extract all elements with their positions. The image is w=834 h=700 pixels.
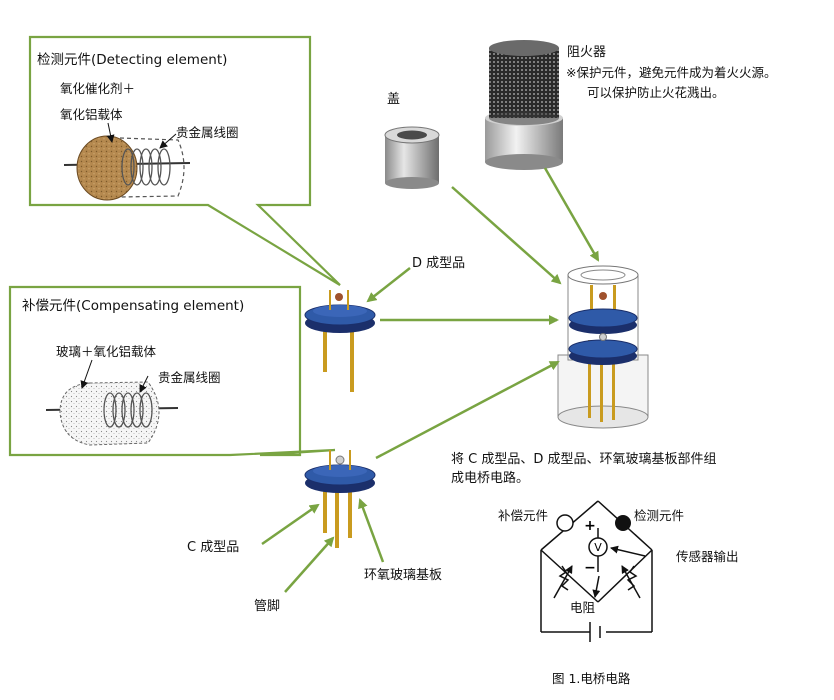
detecting-material-line2: 氧化铝载体 xyxy=(60,107,123,122)
figure-caption: 图 1.电桥电路 xyxy=(552,671,631,686)
plus-sign: + xyxy=(584,518,596,534)
compensating-coil-label: 贵金属线圈 xyxy=(158,370,221,385)
pin-label: 管脚 xyxy=(254,599,281,614)
flame-arrester-note-line1: ※保护元件，避免元件成为着火火源。 xyxy=(566,65,777,80)
green-arrows xyxy=(261,167,600,593)
voltmeter-symbol xyxy=(588,537,608,557)
flame-arrester-part xyxy=(485,40,563,170)
assembly-text-line1: 将 C 成型品、D 成型品、环氧玻璃基板部件组 xyxy=(451,452,717,467)
compensating-material-label: 玻璃＋氧化铝载体 xyxy=(56,344,157,359)
c-part-label: C 成型品 xyxy=(187,540,240,555)
d-molded-part xyxy=(304,290,376,392)
detecting-material-line1: 氧化催化剂＋ xyxy=(60,81,136,96)
detecting-title: 检测元件(Detecting element) xyxy=(37,52,228,68)
flame-arrester-note-line2: 可以保护防止火花溅出。 xyxy=(587,85,725,100)
circuit-det-label: 检测元件 xyxy=(634,508,685,523)
resistor-label: 电阻 xyxy=(570,600,596,615)
voltmeter-label: V xyxy=(594,541,602,554)
detecting-element-drawing xyxy=(63,122,191,201)
circuit-comp-label: 补偿元件 xyxy=(498,508,549,523)
detecting-element-symbol xyxy=(615,515,631,531)
cap-label: 盖 xyxy=(387,92,401,107)
detecting-callout-box xyxy=(28,35,341,286)
board-label: 环氧玻璃基板 xyxy=(364,568,443,583)
compensating-title: 补偿元件(Compensating element) xyxy=(22,298,245,314)
c-molded-part xyxy=(304,450,376,548)
flame-arrester-title: 阻火器 xyxy=(567,45,607,60)
compensating-element-symbol xyxy=(556,514,574,532)
minus-sign: − xyxy=(584,560,596,576)
compensating-element-drawing xyxy=(45,359,179,446)
cap-part xyxy=(384,126,440,189)
detecting-coil-label: 贵金属线圈 xyxy=(176,125,239,140)
d-part-label: D 成型品 xyxy=(412,256,466,271)
assembled-sensor xyxy=(557,265,649,429)
assembly-text-line2: 成电桥电路。 xyxy=(451,471,530,486)
sensor-output-label: 传感器输出 xyxy=(676,549,739,564)
